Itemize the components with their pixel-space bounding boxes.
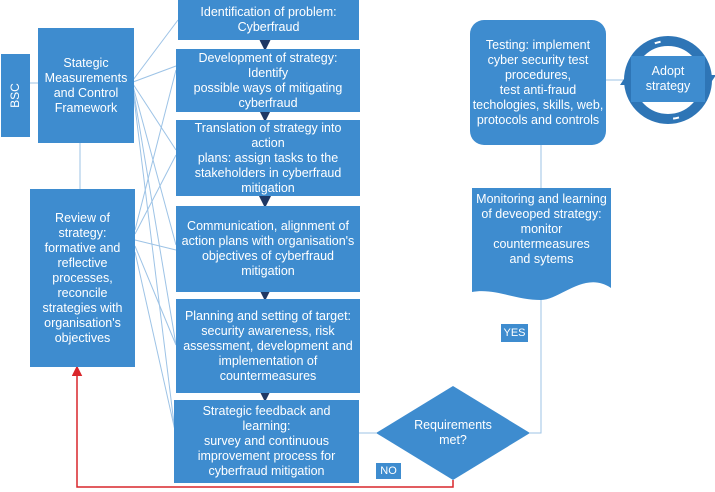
review-box: Review of strategy: formative and reflec… bbox=[30, 189, 135, 367]
framework-box: Stategic Measurements and Control Framew… bbox=[38, 28, 134, 143]
monitoring-text: Monitoring and learning of deveoped stra… bbox=[472, 192, 611, 267]
no-label: NO bbox=[376, 463, 401, 479]
step-communication: Communication, alignment of action plans… bbox=[176, 206, 360, 292]
yes-label: YES bbox=[501, 324, 528, 342]
step-identification-text: Identification of problem: Cyberfraud bbox=[200, 5, 337, 34]
step-feedback-text: Strategic feedback and learning: survey … bbox=[197, 404, 336, 478]
testing-text: Testing: implement cyber security test p… bbox=[472, 25, 604, 141]
testing-label: Testing: implement cyber security test p… bbox=[472, 38, 604, 127]
step-planning: Planning and setting of target: security… bbox=[176, 299, 360, 393]
decision-label: Requirements met? bbox=[414, 418, 492, 447]
step-communication-text: Communication, alignment of action plans… bbox=[181, 219, 355, 278]
decision-text: Requirements met? bbox=[396, 415, 510, 451]
step-identification: Identification of problem: Cyberfraud bbox=[178, 0, 359, 40]
framework-text: Stategic Measurements and Control Framew… bbox=[44, 55, 128, 115]
decision-diamond bbox=[376, 386, 530, 480]
adopt-text: Adopt strategy bbox=[645, 64, 691, 93]
step-development: Development of strategy: Identify possib… bbox=[176, 49, 360, 112]
adopt-box: Adopt strategy bbox=[631, 56, 705, 102]
review-text: Review of strategy: formative and reflec… bbox=[42, 210, 123, 345]
bsc-label: BSC bbox=[1, 54, 30, 137]
bsc-text: BSC bbox=[8, 83, 22, 108]
yes-text: YES bbox=[503, 327, 526, 339]
monitoring-shape bbox=[472, 188, 611, 300]
no-text: NO bbox=[380, 465, 397, 477]
step-translation-text: Translation of strategy into action plan… bbox=[194, 120, 342, 195]
testing-shape bbox=[470, 20, 606, 145]
step-translation: Translation of strategy into action plan… bbox=[176, 120, 360, 196]
step-planning-text: Planning and setting of target: security… bbox=[183, 308, 353, 383]
step-feedback: Strategic feedback and learning: survey … bbox=[174, 400, 359, 483]
step-development-text: Development of strategy: Identify possib… bbox=[193, 50, 343, 110]
monitoring-label: Monitoring and learning of deveoped stra… bbox=[476, 192, 607, 266]
